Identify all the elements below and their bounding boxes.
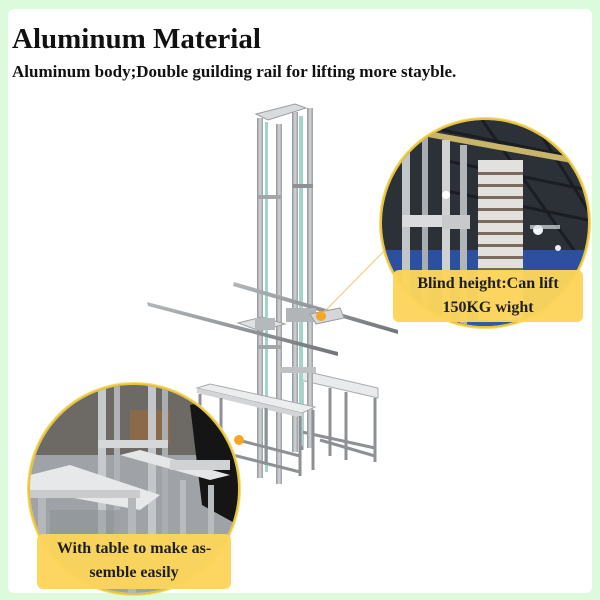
page-subtitle: Aluminum body;Double guilding rail for l… (12, 62, 457, 81)
caption-line: semble easily (89, 564, 179, 581)
caption-lift-capacity: Blind height:Can lift 150KG wight (393, 270, 583, 322)
marker-bottom (234, 435, 244, 445)
marker-top (316, 311, 326, 321)
left-table (195, 383, 317, 476)
caption-line: With table to make as- (56, 540, 212, 557)
lift-tower (254, 103, 316, 484)
caption-table-assembly: With table to make as- semble easily (37, 534, 231, 589)
caption-line: 150KG wight (442, 299, 534, 316)
callout-leader-line (322, 244, 391, 314)
page-title: Aluminum Material (12, 23, 261, 55)
crossbars (147, 282, 398, 356)
caption-line: Blind height:Can lift (417, 275, 559, 292)
